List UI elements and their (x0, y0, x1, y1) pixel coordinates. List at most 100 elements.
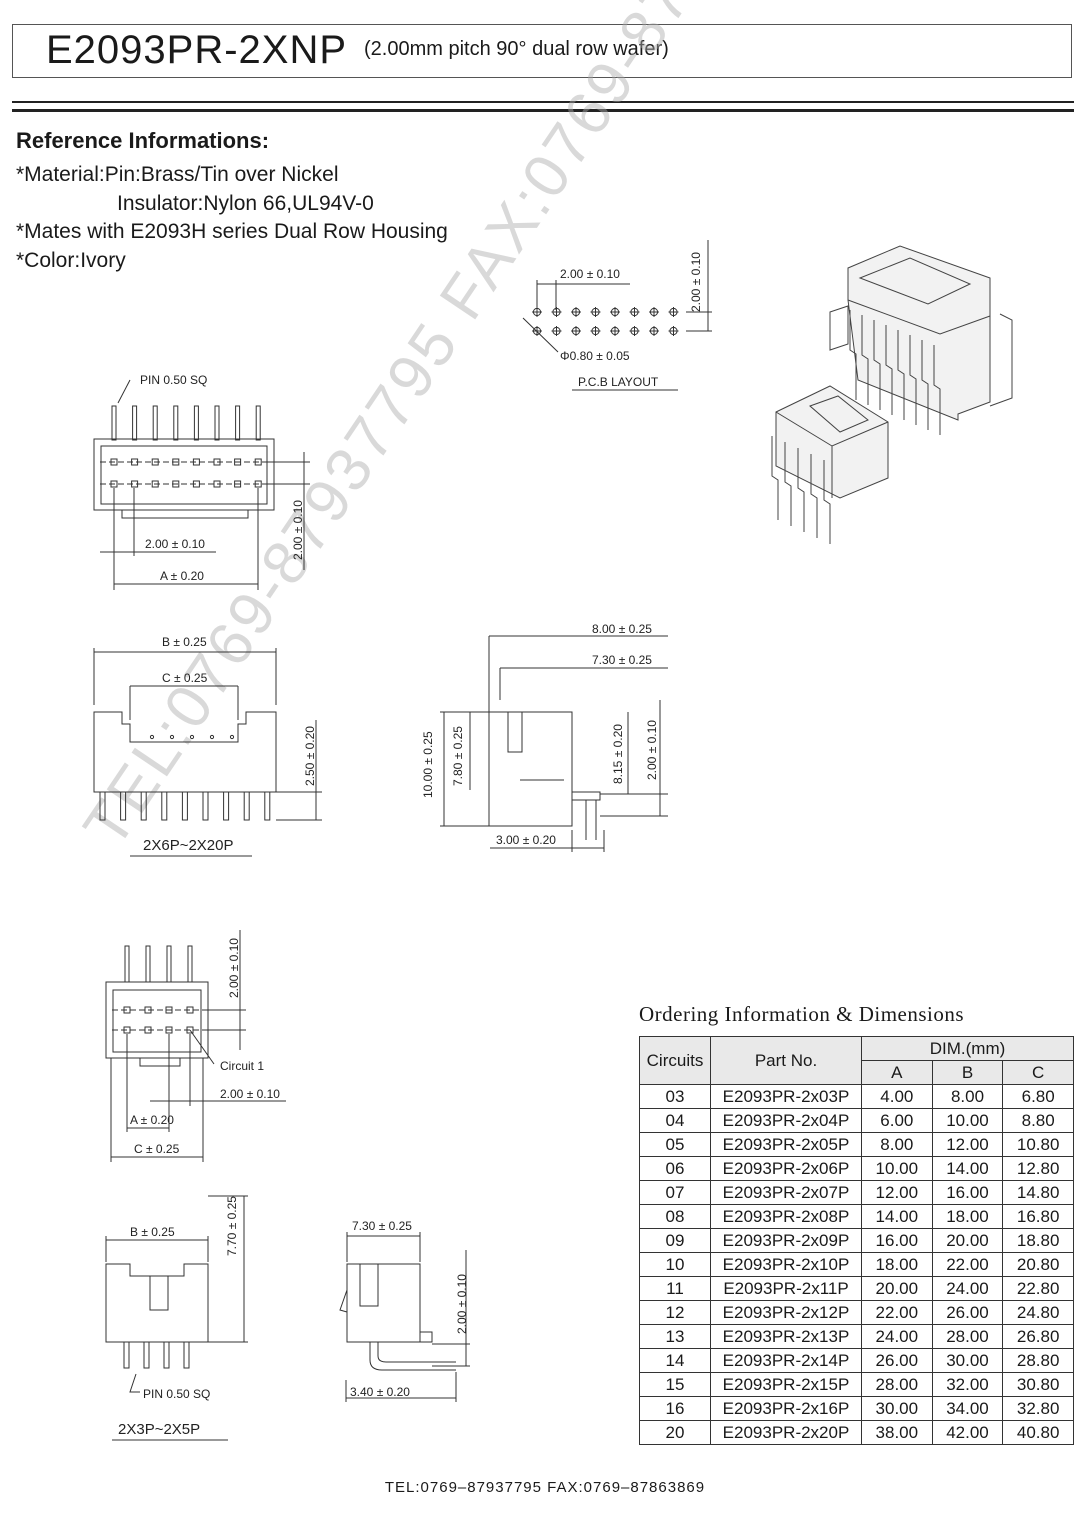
top-pitch-dim: 2.00 ± 0.10 (145, 537, 205, 551)
cell-dim-a: 8.00 (861, 1132, 933, 1157)
col-b: B (931, 1060, 1004, 1085)
cell-dim-c: 30.80 (1002, 1372, 1074, 1397)
cell-part-no: E2093PR-2x14P (710, 1348, 862, 1373)
pin (223, 791, 230, 821)
pin-square (254, 480, 262, 488)
pin-square (144, 1026, 152, 1034)
pin-square (123, 1006, 131, 1014)
pcb-hole (590, 307, 601, 317)
mates-line: *Mates with E2093H series Dual Row Housi… (16, 220, 448, 243)
pin-square (123, 1026, 131, 1034)
cell-part-no: E2093PR-2x06P (710, 1156, 862, 1181)
side-h2-dim: 7.80 ± 0.25 (451, 726, 465, 786)
technical-drawing: 2.00 ± 0.10 2.00 ± 0.10 Φ0.80 ± 0.05 P.C… (93, 240, 1013, 1441)
pcb-hole (629, 326, 640, 336)
pin-square (110, 480, 118, 488)
pin-tip (169, 734, 175, 740)
pin-square (131, 458, 139, 466)
pin (202, 791, 209, 821)
small-pitch-dim: 2.00 ± 0.10 (220, 1087, 280, 1101)
cell-dim-a: 22.00 (861, 1300, 933, 1325)
cell-part-no: E2093PR-2x08P (710, 1204, 862, 1229)
cell-dim-a: 6.00 (861, 1108, 933, 1133)
small-row-dim: 2.00 ± 0.10 (227, 938, 241, 998)
small-c-dim: C ± 0.25 (134, 1142, 180, 1156)
pcb-hole (610, 326, 620, 336)
cell-dim-b: 42.00 (931, 1420, 1004, 1445)
cell-dim-c: 20.80 (1002, 1252, 1074, 1277)
cell-dim-b: 10.00 (931, 1108, 1004, 1133)
pin-tip (189, 734, 195, 740)
cell-dim-c: 32.80 (1002, 1396, 1074, 1421)
cell-dim-b: 30.00 (931, 1348, 1004, 1373)
pin-tip (209, 734, 215, 740)
cell-dim-b: 32.00 (931, 1372, 1004, 1397)
cell-dim-a: 4.00 (861, 1084, 933, 1109)
pcb-hole (668, 307, 679, 317)
cell-dim-a: 16.00 (861, 1228, 933, 1253)
cell-dim-a: 28.00 (861, 1372, 933, 1397)
cell-circuits: 15 (639, 1372, 711, 1397)
ordering-title: Ordering Information & Dimensions (639, 1002, 965, 1026)
cell-dim-a: 20.00 (861, 1276, 933, 1301)
pin-square (254, 458, 262, 466)
pin (161, 791, 168, 821)
pin-tip (149, 734, 155, 740)
pin-square (213, 480, 221, 488)
cell-circuits: 12 (639, 1300, 711, 1325)
cell-part-no: E2093PR-2x04P (710, 1108, 862, 1133)
cell-dim-b: 18.00 (931, 1204, 1004, 1229)
pin (124, 945, 130, 983)
connector-3d-illustration (771, 245, 1013, 544)
side-view: 8.00 ± 0.25 7.30 ± 0.25 10.00 ± 0.25 7.8… (421, 622, 668, 852)
cell-circuits: 06 (639, 1156, 711, 1181)
side-h3-dim: 8.15 ± 0.20 (611, 724, 625, 784)
pin (140, 791, 147, 821)
pin (166, 945, 172, 983)
pin-square (192, 480, 200, 488)
pcb-layout-label: P.C.B LAYOUT (578, 375, 659, 389)
cell-part-no: E2093PR-2x03P (710, 1084, 862, 1109)
col-c: C (1002, 1060, 1074, 1085)
cell-dim-c: 24.80 (1002, 1300, 1074, 1325)
footer-contact: TEL:0769–87937795 FAX:0769–87863869 (384, 1479, 706, 1496)
header-divider (12, 101, 1074, 103)
front-caption: 2X6P~2X20P (143, 837, 234, 854)
cell-part-no: E2093PR-2x07P (710, 1180, 862, 1205)
front-b-dim: B ± 0.25 (162, 635, 207, 649)
pin (143, 1341, 150, 1369)
cell-part-no: E2093PR-2x20P (710, 1420, 862, 1445)
side-tail-dim: 3.00 ± 0.20 (496, 833, 556, 847)
pcb-holes (532, 307, 679, 336)
col-dim: DIM.(mm) (861, 1036, 1074, 1061)
cell-dim-b: 20.00 (931, 1228, 1004, 1253)
small-top-view: 2.00 ± 0.10 Circuit 1 2.00 ± 0.10 A ± 0.… (105, 930, 286, 1162)
pcb-hole (649, 307, 659, 317)
pin (163, 1341, 170, 1369)
pcb-hole (551, 326, 562, 336)
cell-circuits: 09 (639, 1228, 711, 1253)
cell-circuits: 07 (639, 1180, 711, 1205)
pin-square (165, 1006, 173, 1014)
cell-dim-c: 14.80 (1002, 1180, 1074, 1205)
cell-dim-c: 18.80 (1002, 1228, 1074, 1253)
title-frame (12, 24, 1072, 78)
col-a: A (861, 1060, 933, 1085)
small-front-view: B ± 0.25 7.70 ± 0.25 PIN 0.50 SQ 2X3P~2X… (105, 1195, 248, 1441)
pin (132, 405, 138, 441)
cell-dim-a: 10.00 (861, 1156, 933, 1181)
cell-dim-b: 14.00 (931, 1156, 1004, 1181)
cell-dim-c: 10.80 (1002, 1132, 1074, 1157)
pin-square (165, 1026, 173, 1034)
pin (214, 405, 220, 441)
pin-square (213, 458, 221, 466)
